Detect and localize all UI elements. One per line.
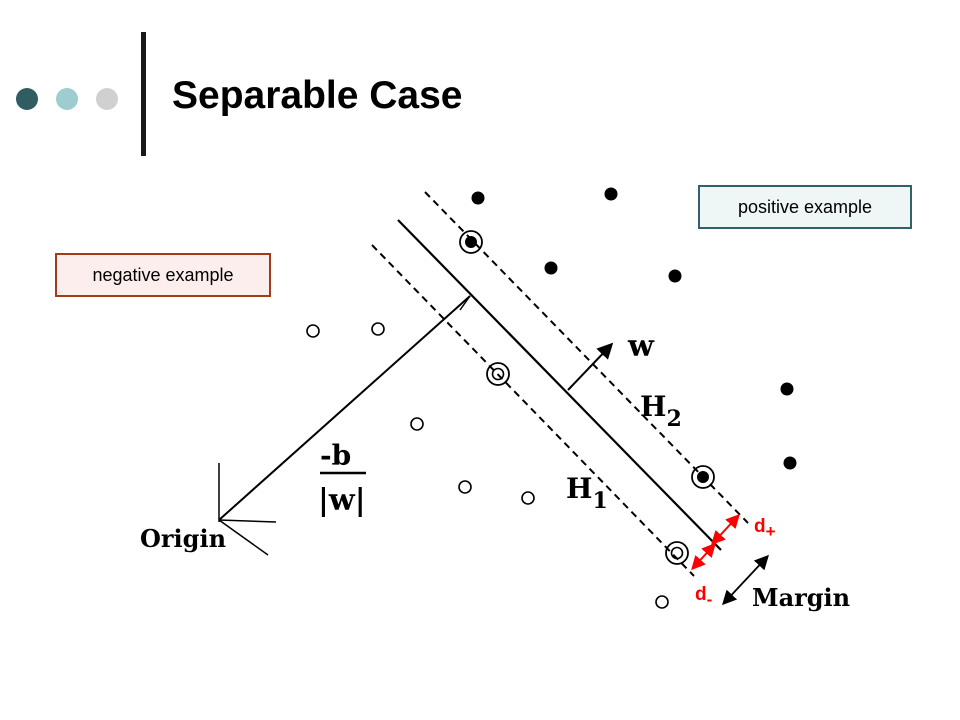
positive-support-vector-core — [697, 471, 709, 483]
negative-point — [521, 491, 535, 505]
d-minus-letter: d — [695, 584, 707, 605]
h2-label: H2 — [640, 390, 682, 432]
negative-point — [371, 322, 385, 336]
negative-support-vector — [486, 362, 510, 386]
positive-point — [544, 261, 558, 275]
positive-support-vector — [691, 465, 715, 489]
negative-point — [410, 417, 424, 431]
norm-w-label: |w| — [318, 483, 366, 518]
title-divider — [141, 32, 146, 156]
title-bullet-dark — [16, 88, 38, 110]
hyperplane-h2-dashed — [424, 191, 749, 524]
negative-support-vector — [665, 541, 689, 565]
h2-letter: H — [640, 390, 666, 423]
d-plus-letter: d — [754, 516, 766, 537]
slide-title: Separable Case — [172, 74, 463, 117]
negative-example-text: negative example — [92, 264, 234, 285]
normal-vector-w — [567, 342, 614, 391]
title-bullet-teal — [56, 88, 78, 110]
d-minus-arrow — [691, 542, 716, 571]
positive-point — [780, 382, 794, 396]
positive-point — [668, 269, 682, 283]
hyperplane-h1-dashed — [371, 244, 695, 577]
h2-subscript: 2 — [666, 406, 681, 432]
h1-subscript: 1 — [592, 488, 607, 514]
positive-example-label: positive example — [698, 185, 912, 229]
positive-support-vector-core — [465, 236, 477, 248]
h1-label: H1 — [566, 472, 608, 514]
origin-label: Origin — [140, 524, 226, 553]
positive-point — [604, 187, 618, 201]
positive-point — [471, 191, 485, 205]
w-label: w — [627, 329, 655, 364]
title-bullet-gray — [96, 88, 118, 110]
h1-letter: H — [566, 472, 592, 505]
negative-point — [306, 324, 320, 338]
origin-perp-tick — [459, 295, 471, 311]
positive-support-vector — [459, 230, 483, 254]
margin-label: Margin — [752, 583, 850, 612]
origin-axis-horizontal — [218, 519, 277, 523]
margin-arrow — [722, 554, 769, 606]
negative-point — [655, 595, 669, 609]
negative-example-label: negative example — [55, 253, 271, 297]
positive-point — [783, 456, 797, 470]
d-minus-label: d- — [695, 584, 712, 609]
negative-support-vector-core — [670, 546, 684, 560]
d-plus-subscript: + — [766, 522, 776, 541]
negative-point — [458, 480, 472, 494]
separating-hyperplane — [397, 219, 722, 551]
d-plus-label: d+ — [754, 516, 776, 541]
positive-example-text: positive example — [737, 196, 873, 217]
origin-distance-line — [218, 295, 471, 521]
d-minus-subscript: - — [707, 590, 713, 609]
d-plus-arrow — [711, 513, 740, 546]
origin-axis-diagonal — [218, 519, 269, 556]
negative-support-vector-core — [491, 367, 505, 381]
neg-b-label: -b — [320, 439, 351, 472]
